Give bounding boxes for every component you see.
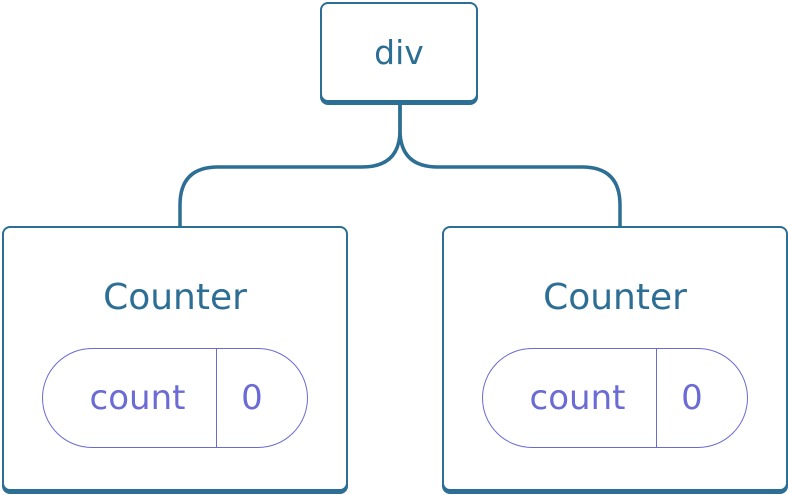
state-pill: count 0: [482, 348, 748, 448]
connector-left: [178, 103, 402, 227]
state-value: 0: [681, 378, 703, 418]
connector-right: [398, 103, 622, 227]
state-name: count: [529, 378, 626, 418]
div-node-label: div: [374, 32, 424, 72]
state-divider: [656, 349, 657, 447]
state-divider: [216, 349, 217, 447]
counter-node-label: Counter: [543, 277, 687, 318]
counter-node-left: Counter count 0: [2, 226, 348, 491]
div-node: div: [320, 2, 478, 102]
state-name: count: [89, 378, 186, 418]
counter-node-right: Counter count 0: [442, 226, 788, 491]
state-value: 0: [241, 378, 263, 418]
state-pill: count 0: [42, 348, 308, 448]
counter-node-label: Counter: [103, 277, 247, 318]
